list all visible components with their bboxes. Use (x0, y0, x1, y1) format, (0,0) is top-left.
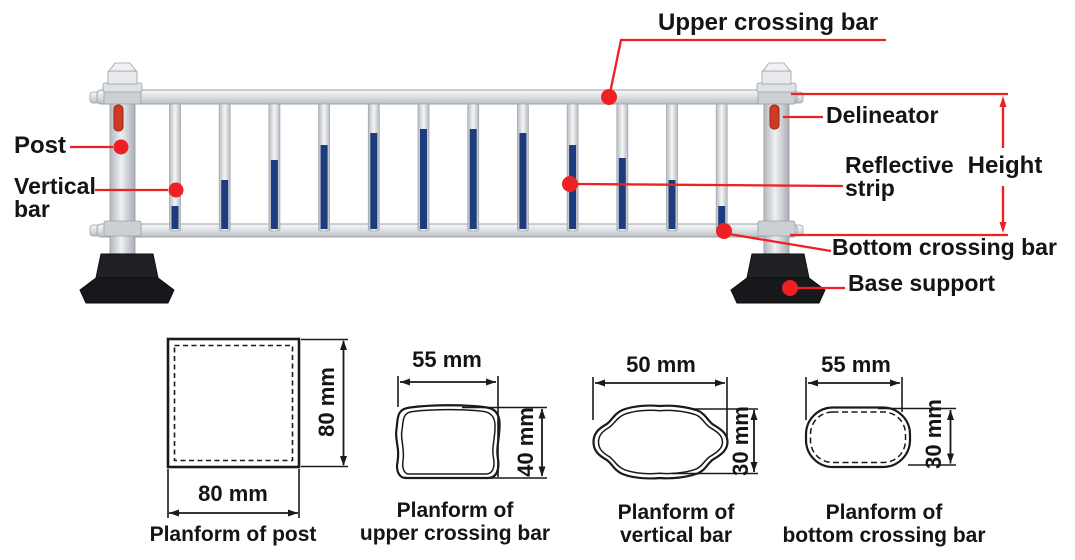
reflective-strip-label: Reflective strip (845, 152, 954, 201)
post-width-dimension: 80 mm (198, 481, 268, 506)
post-height-dimension: 80 mm (314, 367, 339, 437)
reflective-strip (221, 180, 229, 229)
base-support-left (79, 253, 175, 304)
reflective-strip-dot (562, 176, 578, 192)
reflective-strip (420, 129, 427, 229)
post-right (756, 62, 797, 259)
upper-bar-section-caption: Planform of upper crossing bar (359, 499, 551, 545)
vertical-bars-group (169, 103, 728, 232)
bottom-bar-width-dimension: 55 mm (821, 352, 891, 377)
height-label: Height (967, 152, 1043, 179)
bottom-bar-section-caption: Planform of bottom crossing bar (782, 501, 986, 547)
fence-illustration (79, 62, 826, 304)
height-arrowhead-down (999, 222, 1007, 233)
bottom-crossing-bar-dot (716, 223, 732, 239)
bottom-crossing-bar-leader-line (728, 232, 832, 253)
bottom-bar-height-dimension: 30 mm (921, 399, 946, 469)
bottom-crossing-bar (96, 223, 798, 238)
upper-crossing-bar-leader-line (608, 38, 886, 94)
post-label: Post (14, 132, 67, 159)
upper-crossing-bar (96, 89, 798, 105)
reflective-strip (270, 160, 278, 229)
annotations (70, 38, 1008, 296)
reflective-strip (668, 180, 676, 229)
vertical-bar-width-dimension: 50 mm (626, 352, 696, 377)
upper-bar-width-dimension: 55 mm (412, 347, 482, 372)
vertical-bar-label: Vertical bar (14, 173, 96, 222)
section-upper-crossing-bar (394, 376, 547, 480)
post-left (102, 62, 143, 259)
base-support-label: Base support (848, 270, 995, 296)
post-section-caption: Planform of post (149, 523, 317, 546)
reflective-strip (320, 145, 328, 229)
upper-bar-height-dimension: 40 mm (513, 407, 538, 477)
delineator-left (113, 104, 124, 132)
vertical-bar-dot (168, 182, 184, 198)
reflective-strip (171, 206, 179, 229)
cross-sections (166, 337, 956, 518)
upper-crossing-bar-dot (601, 89, 617, 105)
delineator-right (769, 104, 780, 130)
post-cap (762, 62, 791, 72)
section-post (166, 337, 348, 518)
reflective-strip (618, 158, 626, 229)
reflective-strip-leader-line (576, 182, 844, 188)
vertical-bar-height-dimension: 30 mm (728, 406, 753, 476)
reflective-strip (519, 133, 527, 229)
base-support-dot (782, 280, 798, 296)
height-arrowhead-up (999, 96, 1007, 107)
upper-crossing-bar-label: Upper crossing bar (658, 9, 879, 36)
reflective-strip (718, 206, 726, 229)
post-cap (108, 62, 137, 72)
base-support-right (730, 253, 826, 304)
vertical-bar-section-caption: Planform of vertical bar (617, 501, 735, 547)
post-dot (113, 139, 129, 155)
bottom-crossing-bar-label: Bottom crossing bar (832, 234, 1057, 260)
reflective-strip (370, 133, 378, 229)
vertical-bar (169, 103, 181, 232)
section-bottom-crossing-bar (804, 377, 956, 469)
section-vertical-bar (592, 377, 758, 480)
delineator-label: Delineator (826, 102, 939, 128)
reflective-strip (469, 129, 477, 229)
